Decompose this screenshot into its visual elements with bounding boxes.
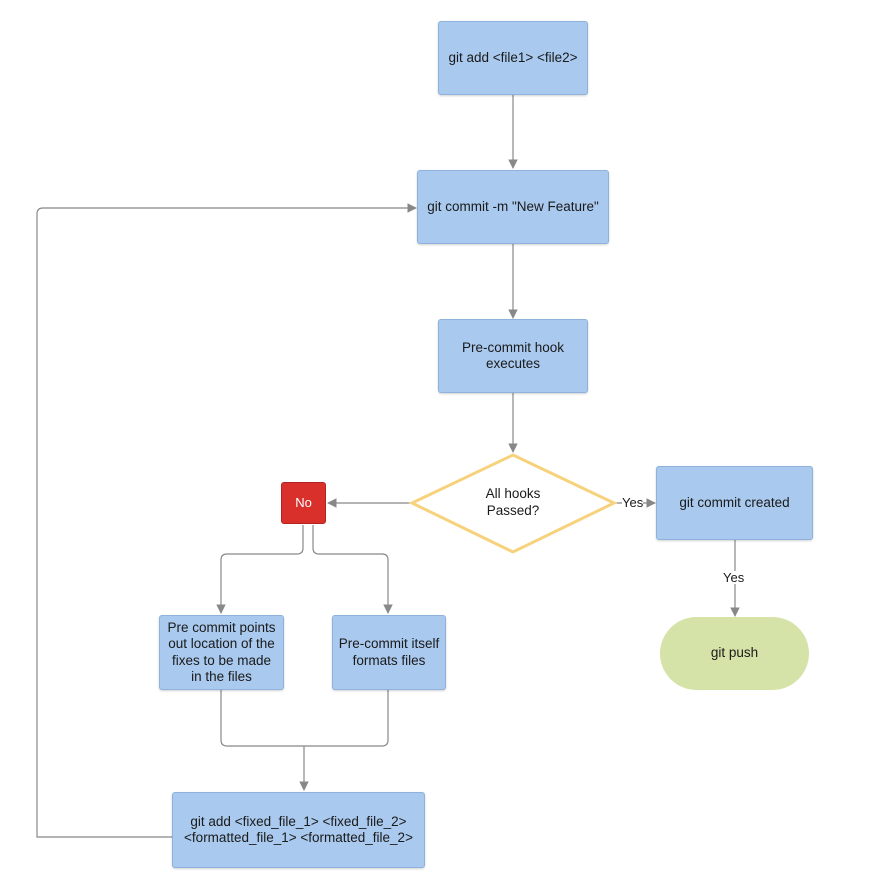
hook-executes-node: Pre-commit hook executes xyxy=(438,319,588,393)
git-push-label: git push xyxy=(710,645,759,661)
decision-label: All hooks Passed? xyxy=(485,486,541,518)
edge-no-to-formats xyxy=(312,525,393,614)
formats-files-node: Pre-commit itself formats files xyxy=(332,615,446,690)
git-commit-label: git commit -m "New Feature" xyxy=(427,198,599,214)
hook-executes-label: Pre-commit hook executes xyxy=(461,339,565,371)
points-out-node: Pre commit points out location of the fi… xyxy=(159,615,284,690)
git-add-fixed-node: git add <fixed_file_1> <fixed_file_2> <f… xyxy=(172,792,425,868)
decision-yes-label: Yes xyxy=(622,495,644,510)
commit-created-node: git commit created xyxy=(656,466,813,540)
no-node: No xyxy=(281,482,326,524)
push-yes-label: Yes xyxy=(723,570,745,585)
git-commit-node: git commit -m "New Feature" xyxy=(417,170,609,244)
git-push-node: git push xyxy=(660,617,809,690)
edge-loop-back-to-commit xyxy=(36,203,417,838)
decision-diamond xyxy=(408,453,618,554)
edge-no-to-pointsout xyxy=(216,525,304,614)
git-add-fixed-label: git add <fixed_file_1> <fixed_file_2> <f… xyxy=(184,813,413,845)
commit-created-label: git commit created xyxy=(679,494,790,510)
formats-files-label: Pre-commit itself formats files xyxy=(338,636,440,668)
git-add-node: git add <file1> <file2> xyxy=(438,21,588,95)
no-label: No xyxy=(295,495,312,511)
edge-pointsout-merge xyxy=(220,690,389,747)
git-add-label: git add <file1> <file2> xyxy=(448,49,578,65)
points-out-label: Pre commit points out location of the fi… xyxy=(167,619,276,684)
